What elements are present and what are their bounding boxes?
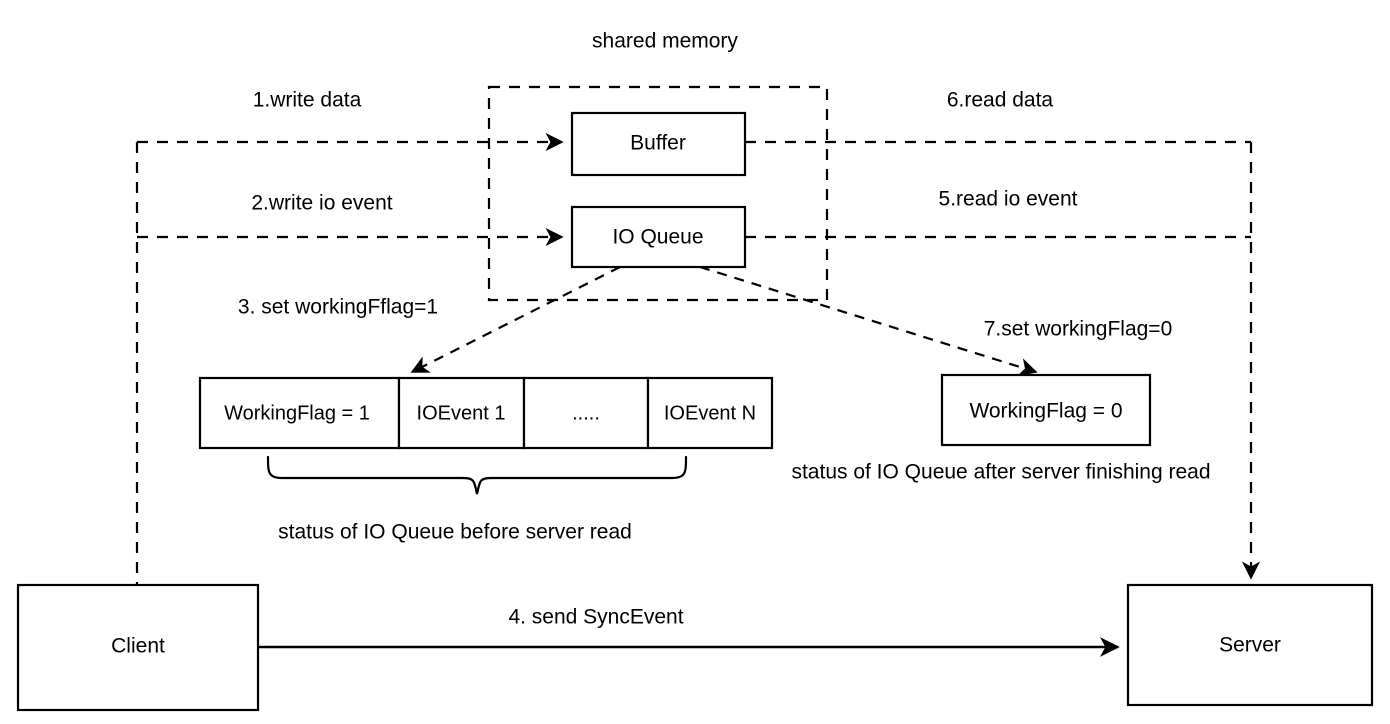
shared-memory-container [487, 85, 829, 302]
io-queue-to-before-arrow [410, 266, 621, 373]
io-queue-cell-2 [522, 376, 650, 450]
step-4-label: 4. send SyncEvent [508, 606, 683, 629]
step-7-label: 7.set workingFlag=0 [984, 318, 1173, 341]
io-queue-brace [266, 455, 688, 495]
caption-after-label: status of IO Queue after server finishin… [791, 461, 1210, 484]
caption-before-label: status of IO Queue before server read [278, 521, 632, 544]
io-queue-label: IO Queue [612, 226, 703, 249]
io-queue-cell-3 [646, 376, 774, 450]
server-label: Server [1219, 634, 1281, 657]
client-box [16, 583, 260, 712]
step-5-label: 5.read io event [939, 188, 1078, 211]
io-queue-cell-0-label: WorkingFlag = 1 [224, 402, 370, 424]
io-queue-cell-2-label: ..... [572, 402, 600, 424]
client-label: Client [111, 635, 165, 658]
io-queue-to-after-arrow [699, 265, 1038, 376]
io-queue-box [570, 205, 747, 269]
working-flag-after-box [940, 373, 1152, 447]
step-6-label: 6.read data [947, 89, 1054, 112]
working-flag-after-label: WorkingFlag = 0 [969, 400, 1122, 423]
io-queue-cell-3-label: IOEvent N [664, 402, 756, 424]
server-box [1126, 583, 1374, 707]
io-queue-cell-1 [397, 376, 526, 450]
shared-memory-title: shared memory [592, 30, 738, 53]
step-1-label: 1.write data [253, 89, 362, 112]
buffer-box [570, 111, 747, 177]
io-queue-cell-0 [198, 376, 401, 450]
step-2-label: 2.write io event [251, 192, 392, 215]
buffer-label: Buffer [630, 132, 686, 155]
step-3-label: 3. set workingFflag=1 [238, 296, 438, 319]
io-queue-cell-1-label: IOEvent 1 [417, 402, 506, 424]
io-queue-status-row [198, 376, 774, 450]
